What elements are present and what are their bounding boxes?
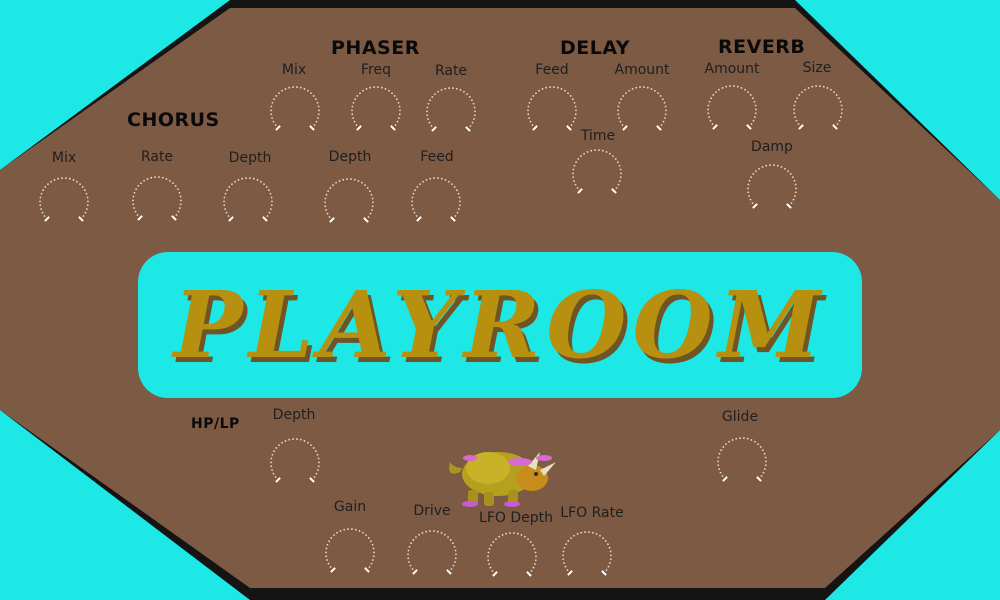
phaser-mix-knob[interactable] (265, 81, 325, 141)
phaser-feed-knob[interactable] (406, 172, 466, 232)
phaser-freq-knob[interactable] (346, 81, 406, 141)
delay-amount-knob[interactable] (612, 81, 672, 141)
chorus-depth-knob[interactable] (218, 172, 278, 232)
rotary-knob-icon (747, 164, 797, 209)
reverb-size-knob[interactable] (788, 80, 848, 140)
rotary-knob-icon (707, 85, 757, 130)
phaser-depth-knob[interactable] (319, 173, 379, 233)
reverb-title: REVERB (718, 36, 806, 58)
lfo-rate-knob[interactable] (557, 526, 617, 586)
rotary-knob-icon (426, 87, 476, 132)
chorus-rate-label: Rate (140, 149, 174, 165)
phaser-depth-label: Depth (328, 149, 372, 165)
delay-feed-label: Feed (535, 62, 569, 78)
phaser-freq-label: Freq (361, 62, 391, 78)
rotary-knob-icon (270, 86, 320, 131)
rotary-knob-icon (39, 177, 89, 222)
rotary-knob-icon (411, 177, 461, 222)
rotary-knob-icon (562, 531, 612, 576)
gain-label: Gain (333, 499, 367, 515)
reverb-damp-knob[interactable] (742, 159, 802, 219)
rotary-knob-icon (351, 86, 401, 131)
chorus-mix-label: Mix (51, 150, 77, 166)
playroom-logo: PLAYROOM (136, 250, 864, 400)
reverb-damp-label: Damp (751, 139, 793, 155)
drive-knob[interactable] (402, 525, 462, 585)
rotary-knob-icon (527, 86, 577, 131)
rotary-knob-icon (407, 530, 457, 575)
filter-title: HP/LP (191, 416, 240, 432)
gain-knob[interactable] (320, 523, 380, 583)
glide-label: Glide (721, 409, 759, 425)
phaser-rate-label: Rate (434, 63, 468, 79)
triceratops-mascot-icon (449, 452, 556, 507)
rotary-knob-icon (617, 86, 667, 131)
delay-time-knob[interactable] (567, 144, 627, 204)
chorus-rate-knob[interactable] (127, 171, 187, 231)
reverb-amount-label: Amount (704, 61, 760, 77)
chorus-depth-label: Depth (228, 150, 272, 166)
logo-text: PLAYROOM (173, 271, 827, 379)
lfo-depth-knob[interactable] (482, 527, 542, 587)
delay-title: DELAY (560, 37, 631, 59)
rotary-knob-icon (793, 85, 843, 130)
lfo-rate-label: LFO Rate (560, 505, 624, 521)
rotary-knob-icon (223, 177, 273, 222)
phaser-mix-label: Mix (281, 62, 307, 78)
rotary-knob-icon (572, 149, 622, 194)
rotary-knob-icon (132, 176, 182, 221)
filter-depth-label: Depth (272, 407, 316, 423)
reverb-size-label: Size (802, 60, 832, 76)
chorus-mix-knob[interactable] (34, 172, 94, 232)
phaser-title: PHASER (331, 37, 420, 59)
delay-amount-label: Amount (614, 62, 670, 78)
lfo-depth-label: LFO Depth (479, 510, 553, 526)
glide-knob[interactable] (712, 432, 772, 492)
reverb-amount-knob[interactable] (702, 80, 762, 140)
rotary-knob-icon (270, 438, 320, 483)
delay-time-label: Time (580, 128, 616, 144)
filter-depth-knob[interactable] (265, 433, 325, 493)
rotary-knob-icon (487, 532, 537, 577)
rotary-knob-icon (324, 178, 374, 223)
delay-feed-knob[interactable] (522, 81, 582, 141)
chorus-title: CHORUS (127, 109, 220, 131)
phaser-rate-knob[interactable] (421, 82, 481, 142)
rotary-knob-icon (717, 437, 767, 482)
phaser-feed-label: Feed (420, 149, 454, 165)
rotary-knob-icon (325, 528, 375, 573)
drive-label: Drive (413, 503, 451, 519)
